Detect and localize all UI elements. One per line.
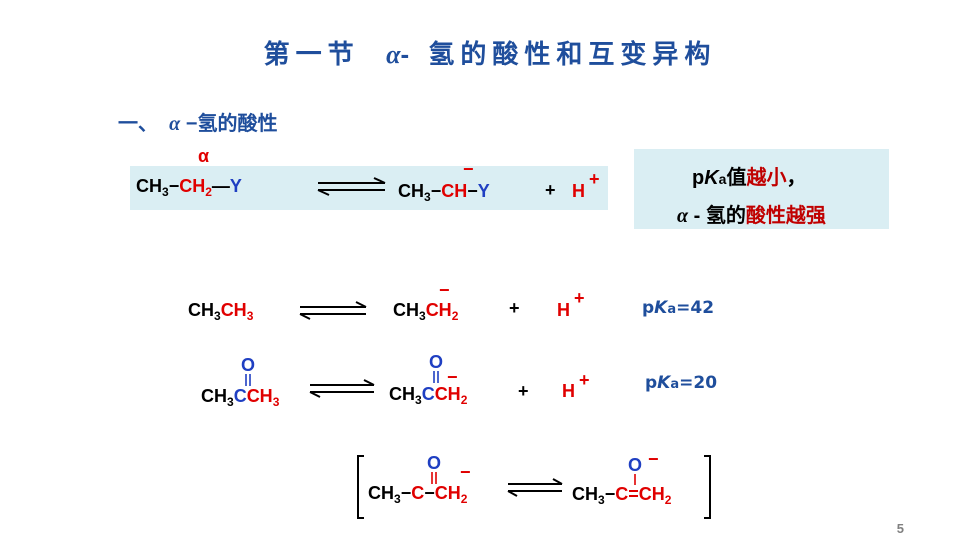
enolate-oxygen: O <box>429 352 444 372</box>
carbonyl-bond-acetone <box>245 374 251 386</box>
acetone-enolate-charge: − <box>447 367 458 387</box>
pka-note-line-1: pKa值越小， <box>692 167 807 189</box>
equilibrium-arrow-2 <box>299 301 367 320</box>
resonance-left: CH3−C−CH2 <box>368 483 468 506</box>
pka-acetone: pKa=20 <box>645 373 718 393</box>
slide-title: 第一节 α- 氢的酸性和互变异构 <box>263 39 717 69</box>
reaction-1-box <box>130 166 608 210</box>
equilibrium-arrow-1 <box>317 177 386 196</box>
carbonyl-bond-enolate <box>433 371 439 383</box>
ethyl-anion-charge: − <box>439 280 450 300</box>
plus-sign: + <box>545 180 556 200</box>
reaction-1-product: CH3−CH−Y <box>398 181 490 204</box>
pka-note-box <box>634 149 889 229</box>
reaction-1-reactant: CH3−CH2—Y <box>136 176 242 199</box>
pka-note-line-2: α - 氢的酸性越强 <box>677 205 826 227</box>
pka-ethane: pKa=42 <box>642 298 715 318</box>
proton-2: H <box>557 300 570 320</box>
resonance-left-charge: − <box>460 462 471 482</box>
resonance-arrow <box>507 478 563 497</box>
resonance-right-oxygen: O <box>628 455 643 475</box>
plus-sign-2: + <box>509 298 520 318</box>
page-number: 5 <box>896 521 904 536</box>
acetone-enolate: CH3CCH2 <box>389 384 468 407</box>
proton-3-charge: + <box>579 370 590 390</box>
proton-3: H <box>562 381 575 401</box>
resonance-right: CH3−C=CH2 <box>572 484 672 507</box>
ethyl-anion: CH3CH2 <box>393 300 459 323</box>
proton: H <box>572 181 585 201</box>
carbonyl-bond-resonance-left <box>431 472 437 484</box>
acetone: CH3CCH3 <box>201 386 280 409</box>
proton-2-charge: + <box>574 288 585 308</box>
carbanion-charge: − <box>463 159 474 179</box>
section-heading: 一、 α −氢的酸性 <box>118 113 278 135</box>
plus-sign-3: + <box>518 381 529 401</box>
resonance-right-charge: − <box>648 449 659 469</box>
acetone-oxygen: O <box>241 355 256 375</box>
equilibrium-arrow-3 <box>309 379 375 398</box>
resonance-left-oxygen: O <box>427 453 442 473</box>
resonance-brackets <box>357 455 711 519</box>
alpha-carbon-label: α <box>198 146 210 166</box>
ethane: CH3CH3 <box>188 300 254 323</box>
proton-charge: + <box>589 169 600 189</box>
